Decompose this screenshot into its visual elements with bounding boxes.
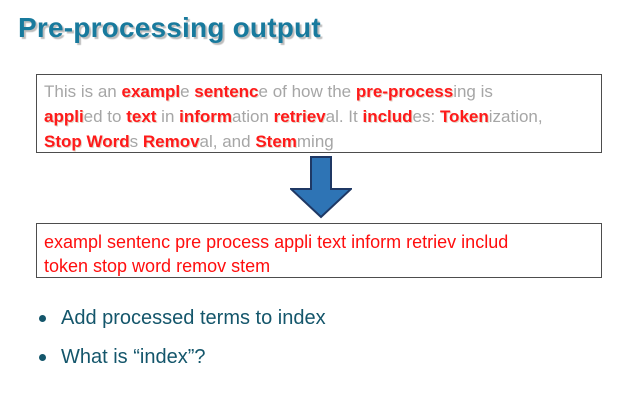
stem-highlight: pre-process [355,82,454,101]
stem-highlight: Token [439,107,489,126]
stem-highlight: Stop Word [44,132,130,151]
text-segment: ation [232,107,274,126]
text-line: Stop Words Removal, and Stemming [44,129,595,152]
stem-highlight: exampl [121,82,181,101]
text-segment: al. It [325,107,363,126]
text-segment: exampl sentenc pre process appli text in… [44,232,509,252]
text-segment: e of how the [258,82,356,101]
stem-highlight: Remov [142,132,200,151]
bullet-list: Add processed terms to index What is “in… [36,306,326,384]
stem-highlight: appli [44,107,84,126]
stem-highlight: Stem [255,132,297,151]
text-segment: in [156,107,180,126]
text-segment: This is an [44,82,122,101]
list-item: What is “index”? [36,345,326,369]
text-segment: ization, [488,107,543,126]
stem-highlight: inform [179,107,233,126]
text-segment: al, and [199,132,256,151]
text-line: token stop word remov stem [44,254,595,277]
text-segment: es: [412,107,440,126]
down-arrow-icon [290,156,352,219]
bullet-text: What is “index”? [61,346,206,368]
bullet-icon [39,315,46,322]
text-line: applied to text in information retrieval… [44,104,595,129]
text-segment: s [129,132,143,151]
text-segment: ming [296,132,334,151]
page-title: Pre-processing output [18,12,321,43]
input-sentence-box: This is an example sentence of how the p… [36,74,602,153]
stem-highlight: sentenc [194,82,259,101]
stem-highlight: text [126,107,157,126]
text-line: This is an example sentence of how the p… [44,79,595,104]
bullet-icon [39,354,46,361]
text-segment: token stop word remov stem [44,256,271,276]
list-item: Add processed terms to index [36,306,326,330]
stem-highlight: includ [362,107,413,126]
text-segment: ing is [453,82,493,101]
text-segment: ed to [83,107,127,126]
bullet-text: Add processed terms to index [61,307,326,329]
stem-highlight: retriev [273,107,326,126]
text-line: exampl sentenc pre process appli text in… [44,230,595,254]
processed-output-box: exampl sentenc pre process appli text in… [36,223,602,278]
text-segment: e [180,82,195,101]
